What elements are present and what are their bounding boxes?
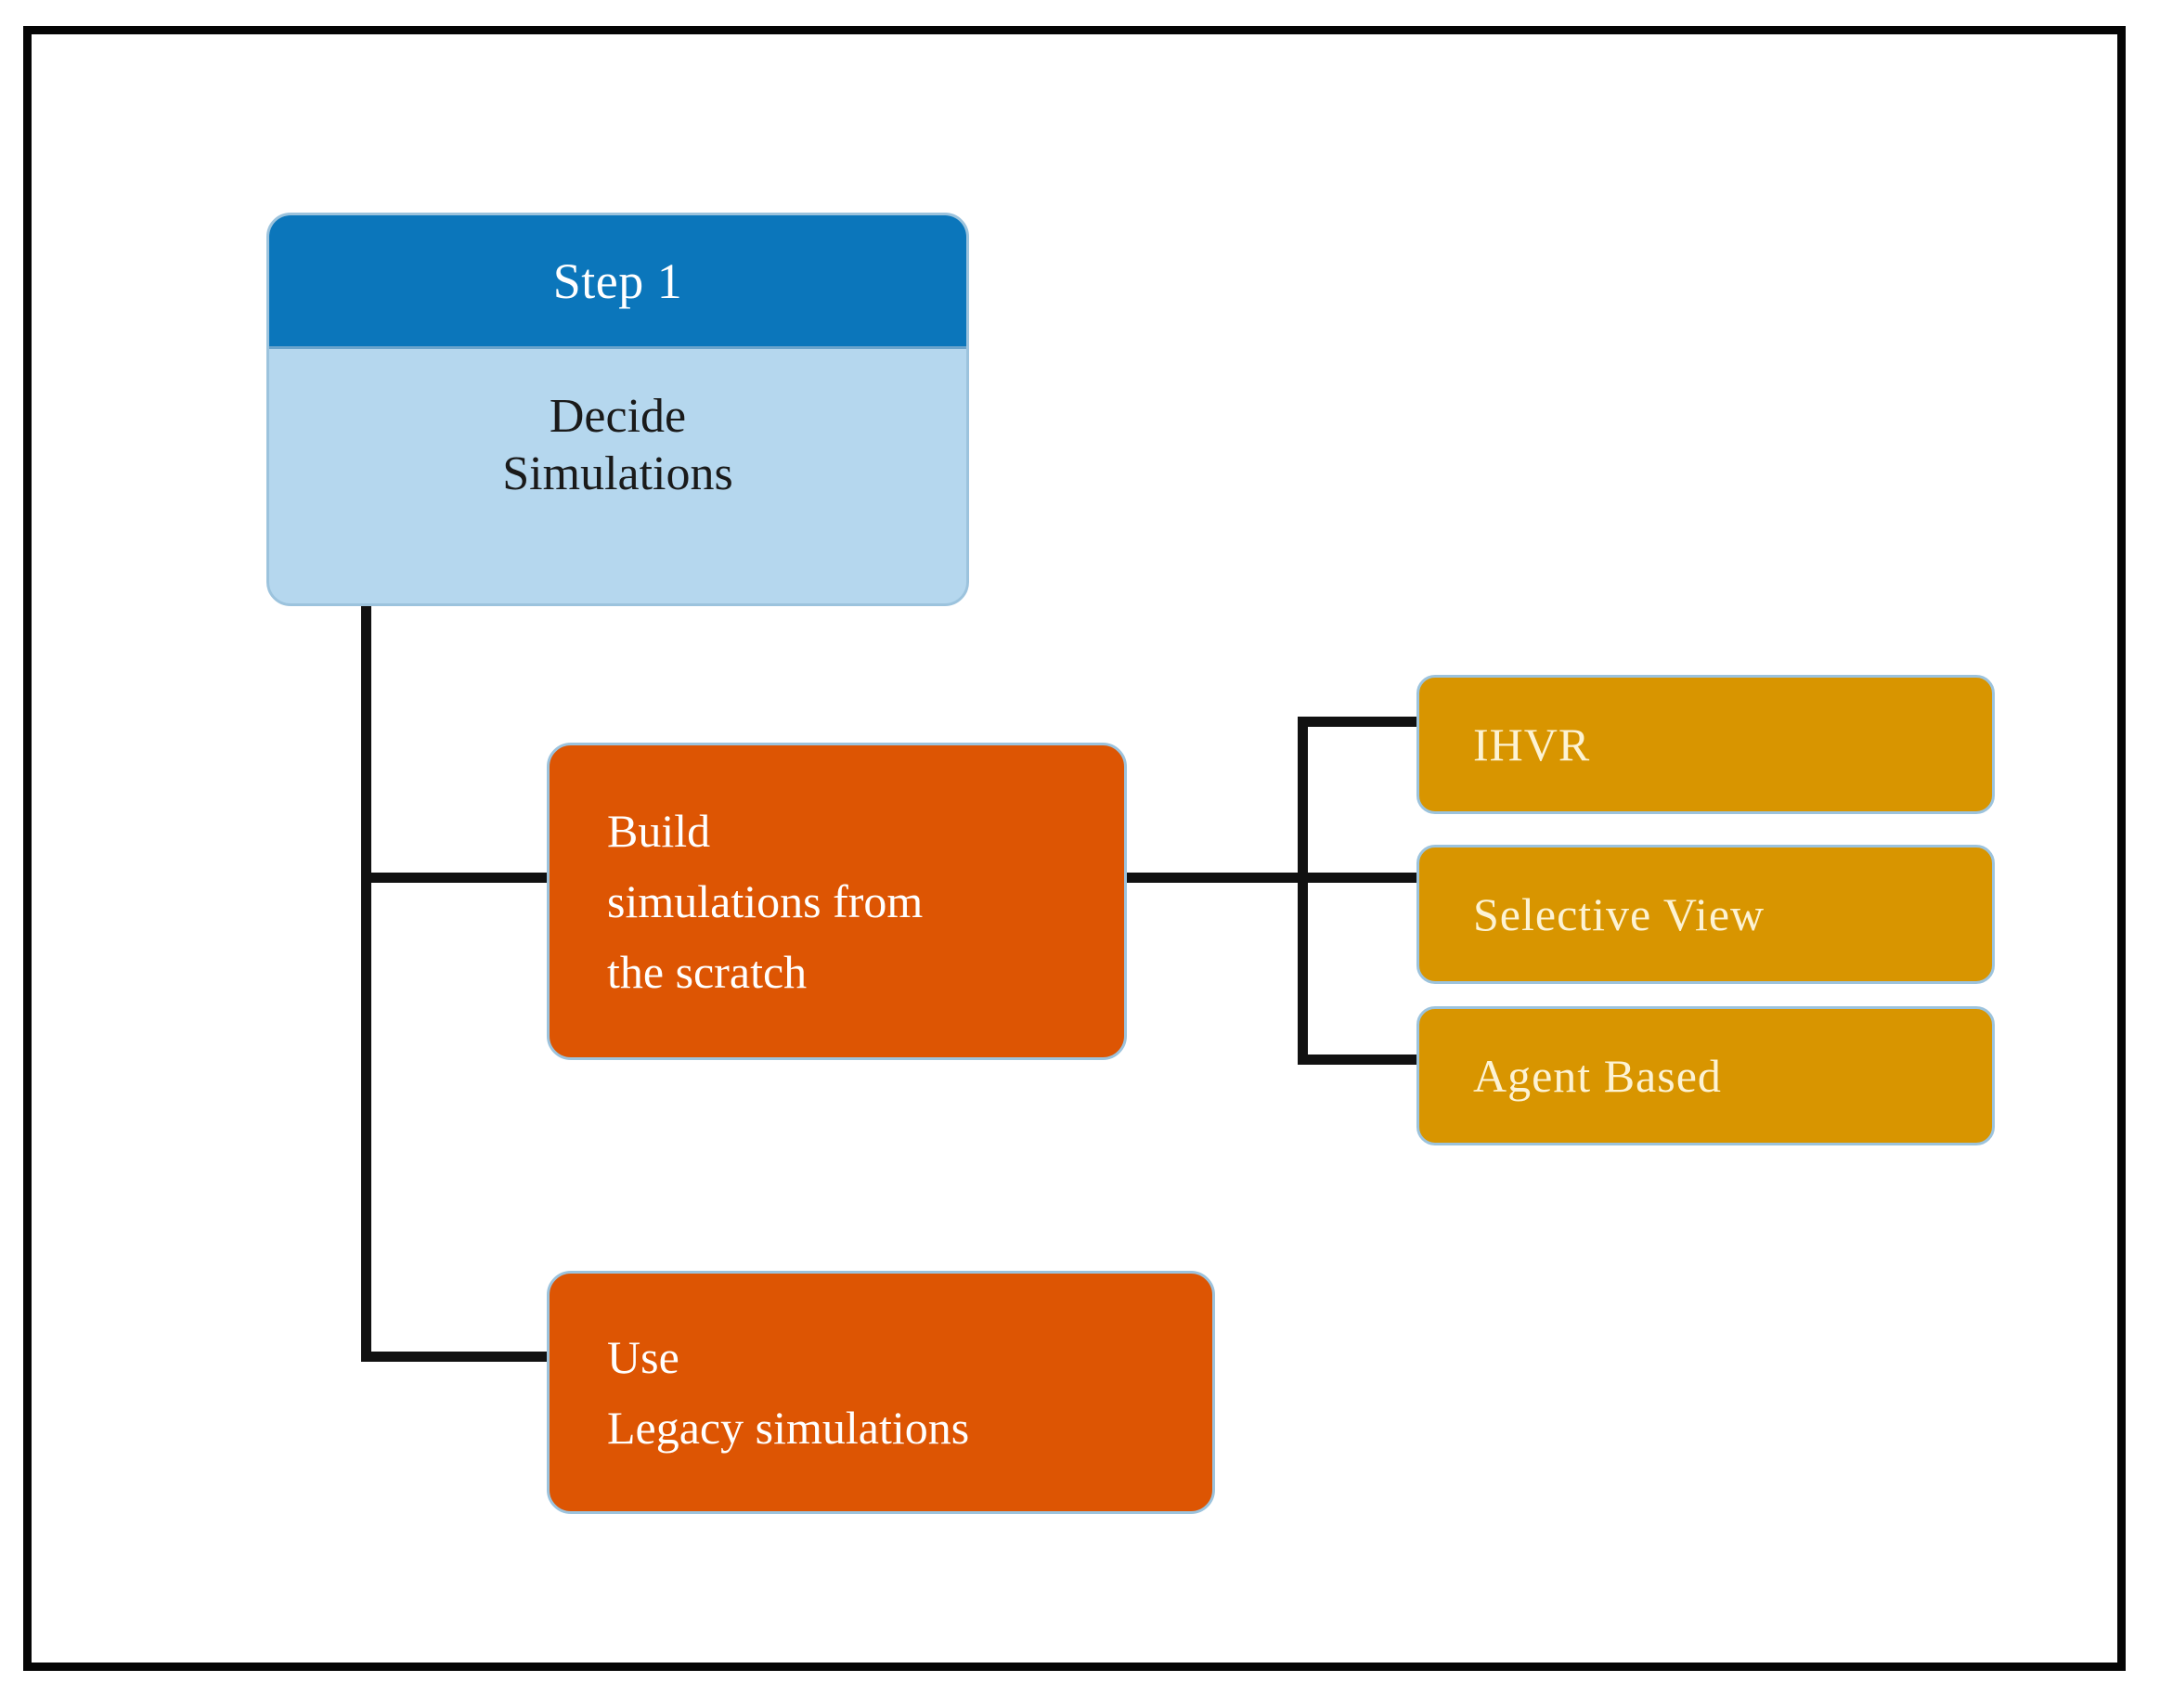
method-label-ihvr: IHVR (1473, 718, 1591, 770)
branch-build-line-3: the scratch (607, 946, 808, 998)
branch-build-line-2: simulations from (607, 875, 924, 927)
method-node-ihvr[interactable]: IHVR (1416, 675, 1995, 814)
step1-body: Decide Simulations (269, 349, 966, 603)
connector-spine-to-ihvr (1298, 717, 1423, 727)
diagram-frame-border: Step 1 Decide Simulations Build simulati… (23, 26, 2126, 1671)
method-node-agent-based[interactable]: Agent Based (1416, 1006, 1995, 1145)
step1-node[interactable]: Step 1 Decide Simulations (266, 213, 969, 606)
connector-trunk-to-build (361, 873, 561, 883)
connector-step1-trunk-vertical (361, 580, 371, 1362)
method-label-agent-based: Agent Based (1473, 1050, 1722, 1102)
connector-build-to-methods (1122, 873, 1308, 883)
method-label-selective-view: Selective View (1473, 888, 1766, 940)
connector-spine-to-selective-view (1298, 873, 1423, 883)
branch-build-line-1: Build (607, 805, 711, 857)
connector-methods-spine-vertical (1298, 717, 1308, 1065)
step1-body-line-2: Simulations (502, 447, 733, 501)
step1-header-label: Step 1 (269, 215, 966, 349)
branch-node-legacy[interactable]: Use Legacy simulations (547, 1271, 1215, 1514)
branch-node-build[interactable]: Build simulations from the scratch (547, 743, 1127, 1060)
connector-trunk-to-legacy (361, 1352, 561, 1362)
method-node-selective-view[interactable]: Selective View (1416, 845, 1995, 984)
step1-body-line-1: Decide (549, 390, 687, 443)
branch-legacy-line-1: Use (607, 1331, 679, 1383)
connector-spine-to-agent-based (1298, 1055, 1423, 1065)
branch-legacy-line-2: Legacy simulations (607, 1402, 970, 1454)
